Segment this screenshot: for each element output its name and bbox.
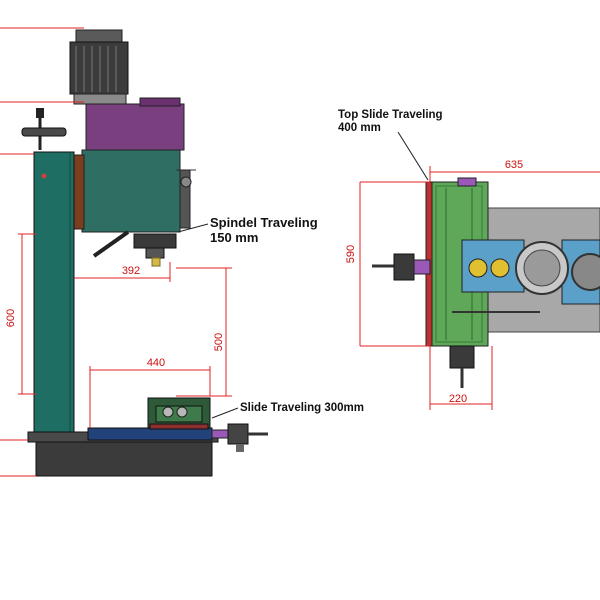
spindle-travel-label-1: Spindel Traveling bbox=[210, 215, 318, 230]
base bbox=[35, 439, 213, 477]
dim-440: 440 bbox=[147, 357, 165, 369]
dim-500: 500 bbox=[213, 333, 225, 351]
slide-travel-label: Slide Traveling 300mm bbox=[240, 402, 364, 414]
slide-crank bbox=[211, 423, 268, 452]
dim-220: 220 bbox=[449, 393, 467, 405]
dim-392: 392 bbox=[122, 265, 140, 277]
gear-head bbox=[85, 103, 185, 151]
column bbox=[33, 151, 75, 437]
spindle-travel-label-2: 150 mm bbox=[210, 230, 258, 245]
top-bottom-crank bbox=[449, 345, 475, 388]
dim-635: 635 bbox=[505, 159, 523, 171]
side-elevation-view: 600 500 392 440 Spindel Traveling 150 mm… bbox=[0, 27, 364, 477]
top-view: 635 590 220 Top Slide Traveling 400 mm bbox=[338, 109, 600, 410]
vise bbox=[147, 397, 211, 430]
side-dimension-lines bbox=[0, 27, 232, 477]
spindle bbox=[92, 230, 177, 267]
top-slide-label-1: Top Slide Traveling bbox=[338, 109, 443, 121]
top-handwheel bbox=[21, 108, 67, 150]
dim-590: 590 bbox=[345, 245, 357, 263]
top-left-crank bbox=[372, 253, 431, 281]
work-table bbox=[87, 427, 213, 441]
drill-head bbox=[81, 149, 181, 233]
dim-600: 600 bbox=[5, 309, 17, 327]
top-slide-label-2: 400 mm bbox=[338, 122, 381, 134]
top-dimension-lines bbox=[359, 166, 600, 410]
motor bbox=[69, 29, 129, 105]
